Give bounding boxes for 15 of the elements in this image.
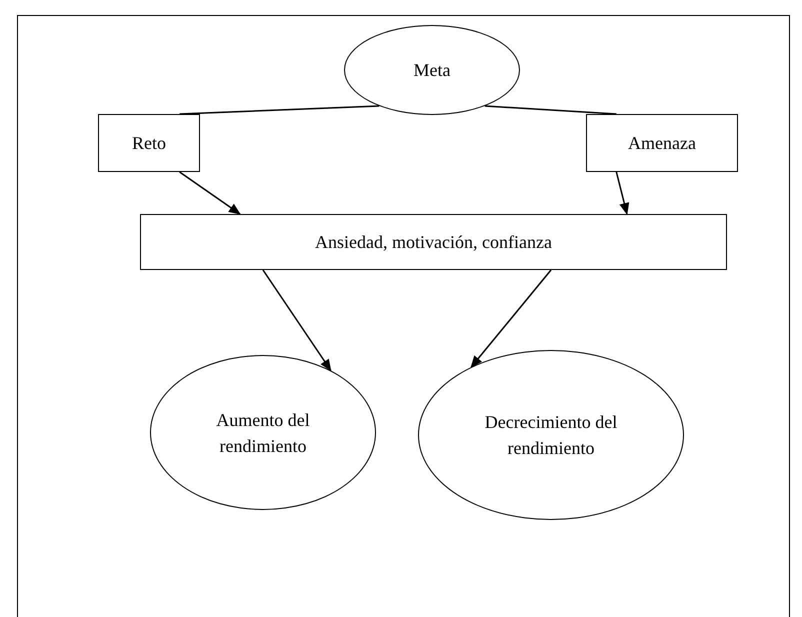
node-label: Decrecimiento del rendimiento [484,411,618,460]
node-label: Aumento del rendimiento [215,408,311,458]
process-box [98,114,200,172]
connector-line [484,105,616,115]
arrow [262,270,332,372]
node-label: Ansiedad, motivación, confianza [315,231,552,254]
process-box [140,214,727,270]
node-label: Meta [414,59,450,82]
arrow [470,270,552,368]
process-box [586,114,738,172]
node-label: Amenaza [628,132,696,155]
node-label: Reto [132,132,166,155]
arrow [179,171,241,215]
connector-line [180,105,380,115]
arrow [616,172,630,215]
